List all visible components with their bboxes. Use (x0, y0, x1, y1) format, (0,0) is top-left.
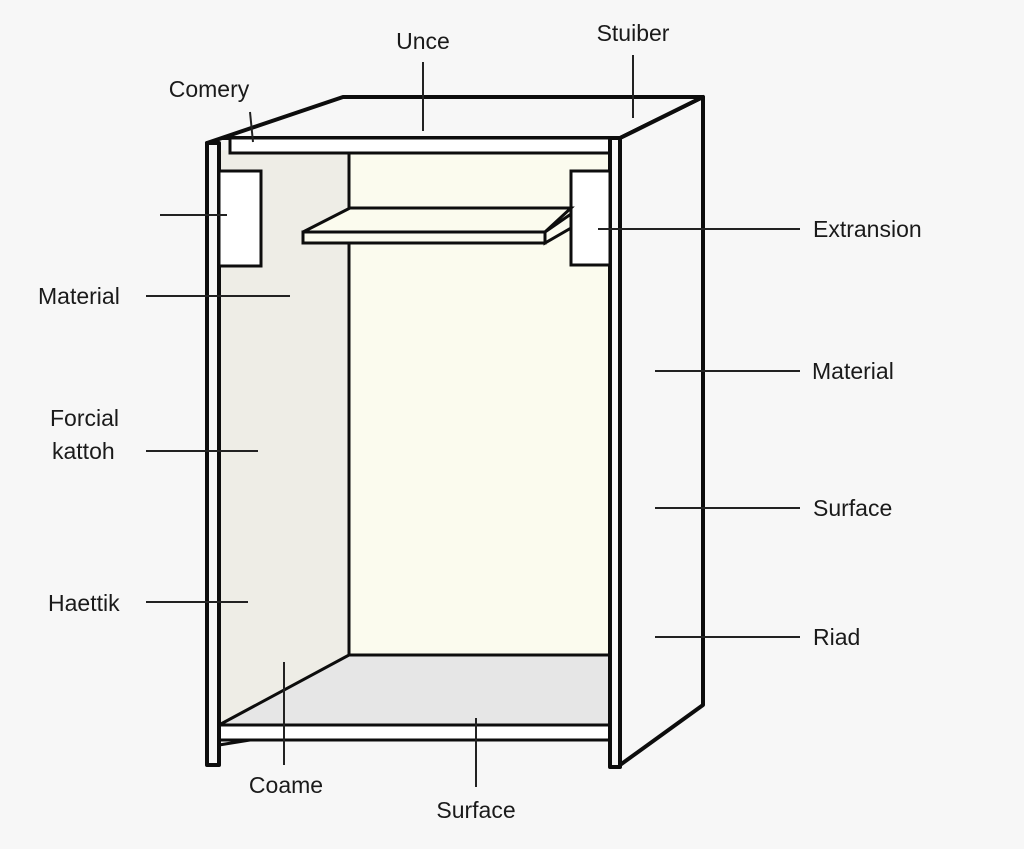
top-panel (205, 95, 705, 145)
right-block (569, 169, 612, 267)
label-left-forcial-1: Forcial (50, 405, 119, 431)
label-bottom-center: Surface (436, 797, 515, 823)
labels: Unce Stuiber Comery Material Forcial kat… (38, 20, 922, 823)
bottom-front-rail (217, 723, 612, 742)
label-bottom-left: Coame (249, 772, 323, 798)
label-top-right: Stuiber (597, 20, 670, 46)
label-right-extension: Extransion (813, 216, 922, 242)
cabinet (205, 95, 705, 769)
shelf-front (301, 230, 547, 245)
top-front-rail (228, 136, 612, 155)
shelf-top (302, 206, 575, 234)
right-front-edge (608, 136, 622, 769)
label-right-material: Material (812, 358, 894, 384)
label-left-bottom: Haettik (48, 590, 120, 616)
label-left-forcial-2: kattoh (52, 438, 115, 464)
label-right-surface: Surface (813, 495, 892, 521)
left-block (217, 169, 263, 268)
label-right-bottom: Riad (813, 624, 860, 650)
left-inner-wall (219, 150, 349, 725)
left-front-edge (205, 141, 221, 767)
label-top-left: Comery (169, 76, 250, 102)
right-side-panel (618, 95, 705, 767)
label-top-center: Unce (396, 28, 450, 54)
label-left-material: Material (38, 283, 120, 309)
leader-lines (146, 55, 800, 787)
